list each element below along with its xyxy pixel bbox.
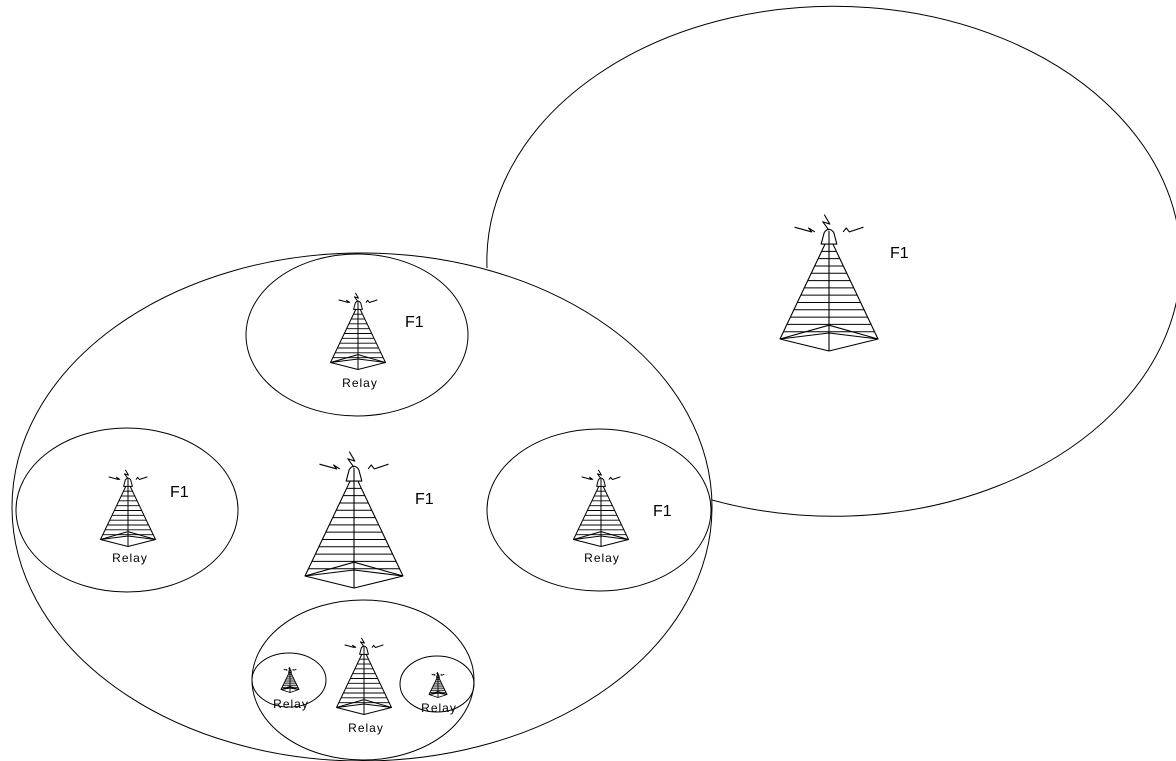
frequency-label-macro-left: F1 <box>415 491 434 508</box>
macro-cell-right <box>486 5 1176 517</box>
tower-icon-sub-relay-left <box>280 666 300 693</box>
tower-icon-sub-relay-right <box>428 671 448 698</box>
frequency-label-relay-left: F1 <box>170 484 189 501</box>
relay-label-sub-left: Relay <box>273 697 309 711</box>
frequency-label-macro-right: F1 <box>890 245 909 262</box>
tower-icon-relay-left <box>100 469 156 547</box>
frequency-label-relay-top: F1 <box>405 314 424 331</box>
tower-icon-relay-top <box>330 292 386 370</box>
relay-label-left: Relay <box>112 551 148 565</box>
relay-label-sub-right: Relay <box>421 701 457 715</box>
sub-relay-cell-left <box>251 652 327 708</box>
tower-icon-relay-bottom <box>336 637 392 715</box>
relay-cell-right <box>486 428 712 592</box>
tower-icon-macro-left <box>304 451 404 589</box>
sub-relay-cell-right <box>399 655 475 713</box>
macro-cell-left <box>11 252 713 761</box>
relay-label-top: Relay <box>342 376 378 390</box>
tower-icon-macro-right <box>779 214 879 352</box>
frequency-label-relay-right: F1 <box>653 503 672 520</box>
relay-label-right: Relay <box>584 551 620 565</box>
relay-label-bottom: Relay <box>348 721 384 735</box>
tower-icon-relay-right <box>573 469 629 547</box>
relay-cell-top <box>245 253 469 417</box>
relay-cell-left <box>15 427 239 593</box>
